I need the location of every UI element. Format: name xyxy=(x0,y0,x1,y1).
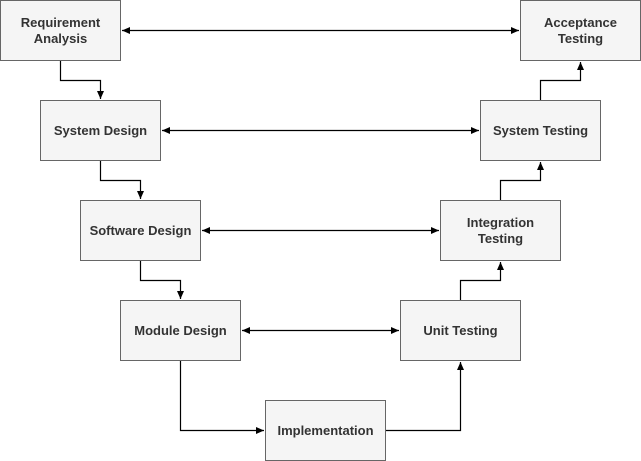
flow-arrow-software-design-to-module-design xyxy=(139,261,184,299)
flow-arrow-implementation-to-unit-testing xyxy=(386,362,464,432)
requirement-analysis-box: Requirement Analysis xyxy=(0,0,121,61)
acceptance-testing-box: Acceptance Testing xyxy=(520,0,641,61)
implementation-box: Implementation xyxy=(265,400,386,461)
flow-arrow-system-testing-to-acceptance-testing xyxy=(539,62,584,100)
flow-arrow-requirement-to-system-design xyxy=(59,61,104,99)
flow-arrow-integration-testing-to-system-testing xyxy=(499,162,544,200)
integration-testing-box: Integration Testing xyxy=(440,200,561,261)
flow-arrow-unit-testing-to-integration-testing xyxy=(459,262,504,300)
flow-arrow-system-design-to-software-design xyxy=(99,161,144,199)
system-testing-box: System Testing xyxy=(480,100,601,161)
module-design-box: Module Design xyxy=(120,300,241,361)
flow-arrow-module-design-to-implementation xyxy=(179,361,264,434)
unit-testing-box: Unit Testing xyxy=(400,300,521,361)
software-design-box: Software Design xyxy=(80,200,201,261)
system-design-box: System Design xyxy=(40,100,161,161)
